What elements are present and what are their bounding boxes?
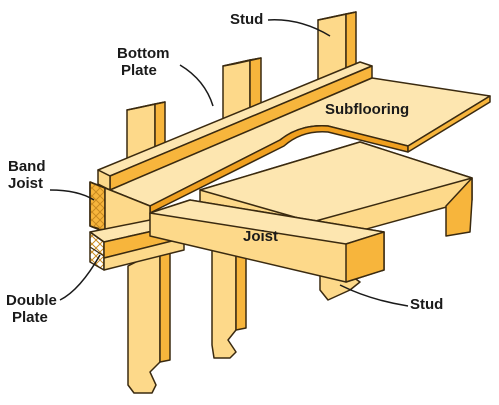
leader-stud-bottom — [339, 284, 409, 307]
label-band-joist: Band Joist — [8, 158, 46, 192]
label-stud-bottom: Stud — [410, 296, 444, 313]
leader-bottom-plate — [179, 64, 214, 107]
leader-double-plate — [59, 254, 101, 301]
label-stud-top: Stud — [230, 11, 264, 28]
label-bottom-plate: Bottom Plate — [117, 45, 170, 79]
label-subflooring: Subflooring — [325, 101, 410, 118]
label-bottom-plate-line1: Bottom — [117, 45, 170, 62]
label-double-plate: Double Plate — [6, 292, 57, 326]
label-joist: Joist — [243, 228, 279, 245]
label-double-plate-line1: Double — [6, 292, 57, 309]
joists — [149, 141, 473, 283]
label-band-joist-line2: Joist — [8, 175, 44, 192]
label-double-plate-line2: Plate — [12, 309, 48, 326]
label-bottom-plate-line2: Plate — [121, 62, 157, 79]
subflooring-sheet — [109, 77, 491, 214]
leader-band-joist — [49, 189, 95, 201]
leader-stud-top — [267, 19, 331, 37]
label-band-joist-line1: Band — [8, 158, 46, 175]
leader-lines — [49, 19, 409, 307]
